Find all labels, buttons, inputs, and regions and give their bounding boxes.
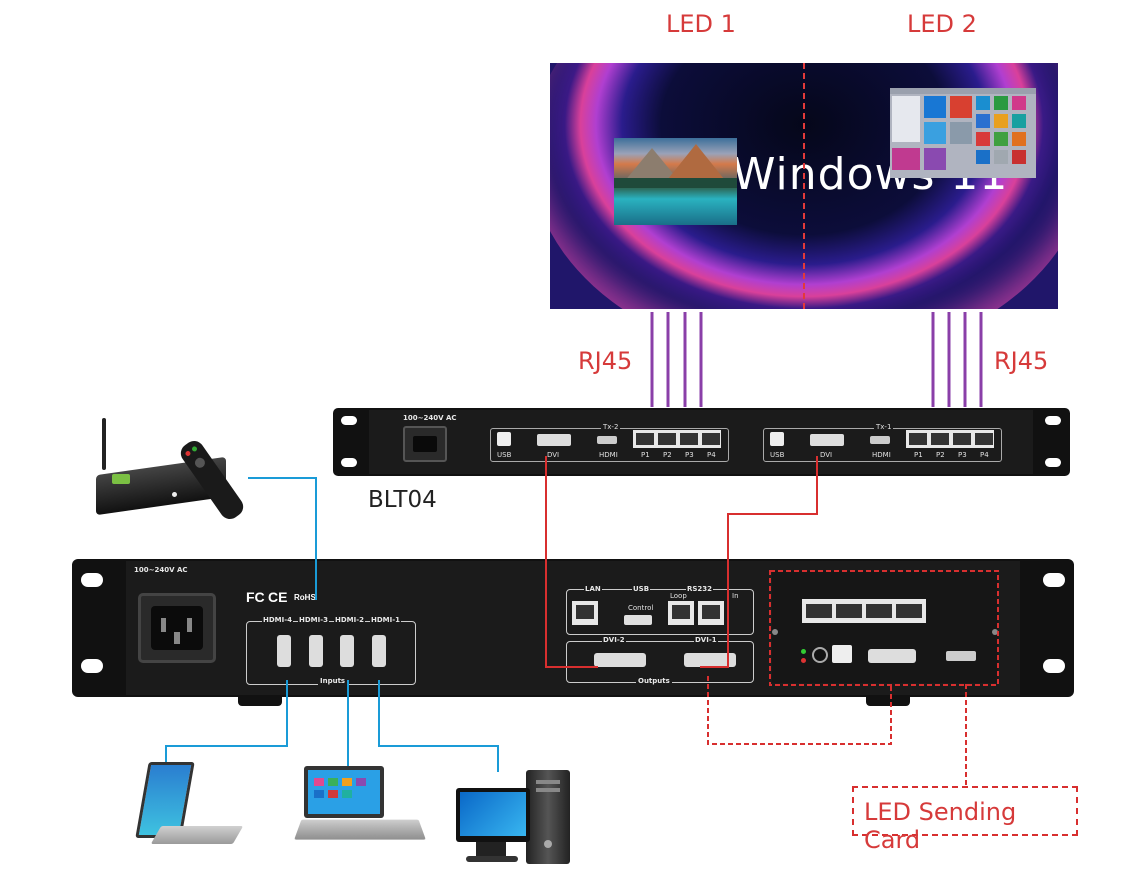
tv-box-device bbox=[92, 418, 272, 528]
tx2-p3-label: P3 bbox=[685, 451, 694, 459]
tx1-p2-label: P2 bbox=[936, 451, 945, 459]
fcc-mark: FC bbox=[246, 589, 265, 605]
sending-card-rj45-block[interactable] bbox=[802, 599, 926, 623]
dvi1-label: DVI-1 bbox=[694, 636, 718, 644]
sending-card-hdmi-port[interactable] bbox=[946, 651, 976, 661]
tx2-hdmi-label: HDMI bbox=[599, 451, 618, 459]
lan-label: LAN bbox=[584, 585, 602, 593]
rs232-loop-label: Loop bbox=[670, 592, 687, 600]
rs232-label: RS232 bbox=[686, 585, 714, 593]
outputs-label: Outputs bbox=[636, 677, 672, 685]
ce-mark: CE bbox=[268, 589, 288, 605]
lan-port[interactable] bbox=[572, 601, 598, 625]
rj45-right-label: RJ45 bbox=[994, 347, 1049, 375]
tx1-usb-label: USB bbox=[770, 451, 785, 459]
blt04-tx1-dvi-port[interactable] bbox=[810, 434, 844, 446]
desktop-computer bbox=[454, 770, 574, 866]
tx1-rj45-p3[interactable] bbox=[953, 433, 971, 445]
mountain-lake-photo bbox=[614, 138, 737, 225]
tx1-rj45-p4[interactable] bbox=[975, 433, 993, 445]
hdmi4-label: HDMI-4 bbox=[262, 616, 294, 624]
sending-card-label: LED Sending Card bbox=[864, 798, 1017, 854]
tx1-rj45-p1[interactable] bbox=[909, 433, 927, 445]
hdmi1-label: HDMI-1 bbox=[370, 616, 402, 624]
blt04-unit: 100~240V AC Tx-2 USB DVI HDMI P1 P2 P3 P… bbox=[333, 408, 1070, 476]
hdmi1-input-port[interactable] bbox=[372, 635, 386, 667]
tx1-p3-label: P3 bbox=[958, 451, 967, 459]
blt04-tx1-hdmi-port[interactable] bbox=[870, 436, 890, 444]
video-processor-unit: 100~240V AC FC CE RoHS HDMI-4 HDMI-3 HDM… bbox=[72, 559, 1074, 697]
rs232-in-port[interactable] bbox=[698, 601, 724, 625]
tx1-dvi-label: DVI bbox=[820, 451, 833, 459]
usb-port[interactable] bbox=[624, 615, 652, 625]
tx2-p1-label: P1 bbox=[641, 451, 650, 459]
tx1-p4-label: P4 bbox=[980, 451, 989, 459]
hdmi3-input-port[interactable] bbox=[309, 635, 323, 667]
blt04-label: BLT04 bbox=[368, 487, 437, 513]
tx2-dvi-label: DVI bbox=[547, 451, 560, 459]
tx1-rj45-p2[interactable] bbox=[931, 433, 949, 445]
rohs-mark: RoHS bbox=[294, 593, 316, 602]
blt04-power-label: 100~240V AC bbox=[403, 414, 457, 422]
rj45-left-label: RJ45 bbox=[578, 347, 633, 375]
tx1-hdmi-label: HDMI bbox=[872, 451, 891, 459]
tx2-rj45-p2[interactable] bbox=[658, 433, 676, 445]
dvi2-label: DVI-2 bbox=[602, 636, 626, 644]
blt04-tx2-dvi-port[interactable] bbox=[537, 434, 571, 446]
blt04-tx2-usb-port[interactable] bbox=[497, 432, 511, 446]
tx2-rj45-p1[interactable] bbox=[636, 433, 654, 445]
hdmi4-input-port[interactable] bbox=[277, 635, 291, 667]
tx2-p4-label: P4 bbox=[707, 451, 716, 459]
processor-power-label: 100~240V AC bbox=[134, 566, 188, 574]
hdmi2-input-port[interactable] bbox=[340, 635, 354, 667]
tx2-rj45-p3[interactable] bbox=[680, 433, 698, 445]
blt04-tx2-hdmi-port[interactable] bbox=[597, 436, 617, 444]
start-menu-window bbox=[890, 88, 1036, 178]
blt04-power-socket bbox=[403, 426, 447, 462]
tx1-p1-label: P1 bbox=[914, 451, 923, 459]
led-screen: Windows 11 bbox=[550, 63, 1058, 309]
hdmi3-label: HDMI-3 bbox=[298, 616, 330, 624]
rs232-in-label: In bbox=[732, 592, 739, 600]
tx2-p2-label: P2 bbox=[663, 451, 672, 459]
dvi1-output-port[interactable] bbox=[684, 653, 736, 667]
rs232-loop-port[interactable] bbox=[668, 601, 694, 625]
led2-label: LED 2 bbox=[907, 10, 977, 38]
sending-card-usb-port[interactable] bbox=[832, 645, 852, 663]
led1-label: LED 1 bbox=[666, 10, 736, 38]
inputs-label: Inputs bbox=[318, 677, 348, 685]
blt04-tx2-label: Tx-2 bbox=[601, 423, 621, 431]
sending-card-label-box: LED Sending Card bbox=[852, 786, 1078, 854]
sending-card-button[interactable] bbox=[812, 647, 828, 663]
laptop-side-view bbox=[135, 760, 244, 850]
usb-control-label: Control bbox=[628, 604, 654, 612]
tx2-usb-label: USB bbox=[497, 451, 512, 459]
sending-card-dvi-port[interactable] bbox=[868, 649, 916, 663]
dvi2-output-port[interactable] bbox=[594, 653, 646, 667]
tx2-rj45-p4[interactable] bbox=[702, 433, 720, 445]
usb-label: USB bbox=[632, 585, 651, 593]
blt04-tx1-usb-port[interactable] bbox=[770, 432, 784, 446]
hdmi2-label: HDMI-2 bbox=[334, 616, 366, 624]
laptop-front-view bbox=[294, 766, 426, 850]
sending-card-slot bbox=[772, 571, 998, 683]
blt04-tx1-label: Tx-1 bbox=[874, 423, 894, 431]
processor-power-socket bbox=[138, 593, 216, 663]
screen-split-line bbox=[803, 63, 805, 309]
